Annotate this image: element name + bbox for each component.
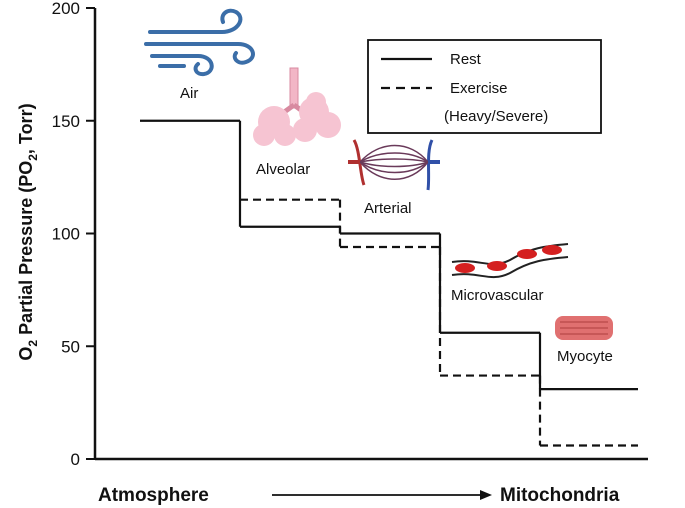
capillary-rbc-icon — [451, 243, 569, 279]
series-layer — [140, 119, 638, 447]
lung-alveoli-icon — [253, 67, 341, 146]
y-tick-label: 0 — [71, 450, 80, 469]
y-tick-label: 100 — [52, 225, 80, 244]
y-tick-label: 200 — [52, 0, 80, 18]
x-label-mitochondria: Mitochondria — [500, 485, 620, 506]
direction-arrow-head — [480, 490, 492, 500]
stage-label-alveolar: Alveolar — [256, 161, 310, 178]
muscle-fiber-icon — [555, 316, 613, 340]
stage-label-arterial: Arterial — [364, 200, 412, 217]
wind-icon — [144, 8, 255, 77]
y-tick-label: 150 — [52, 112, 80, 131]
legend-label-exercise: Exercise — [450, 80, 508, 97]
stage-label-microvascular: Microvascular — [451, 287, 544, 304]
y-ticks: 0 50 100 150 200 — [52, 0, 95, 469]
stage-label-myocyte: Myocyte — [557, 348, 613, 365]
legend-box — [367, 39, 602, 134]
y-tick-label: 50 — [61, 337, 80, 356]
y-axis-title: O2 Partial Pressure (PO2, Torr) — [16, 103, 40, 360]
legend-label-exercise-intensity: (Heavy/Severe) — [444, 108, 548, 125]
x-label-atmosphere: Atmosphere — [98, 485, 209, 506]
series-exercise — [240, 198, 638, 447]
stage-label-air: Air — [180, 85, 198, 102]
capillary-bed-icon — [348, 139, 440, 191]
legend: Rest Exercise (Heavy/Severe) — [367, 39, 602, 134]
legend-label-rest: Rest — [450, 51, 482, 68]
